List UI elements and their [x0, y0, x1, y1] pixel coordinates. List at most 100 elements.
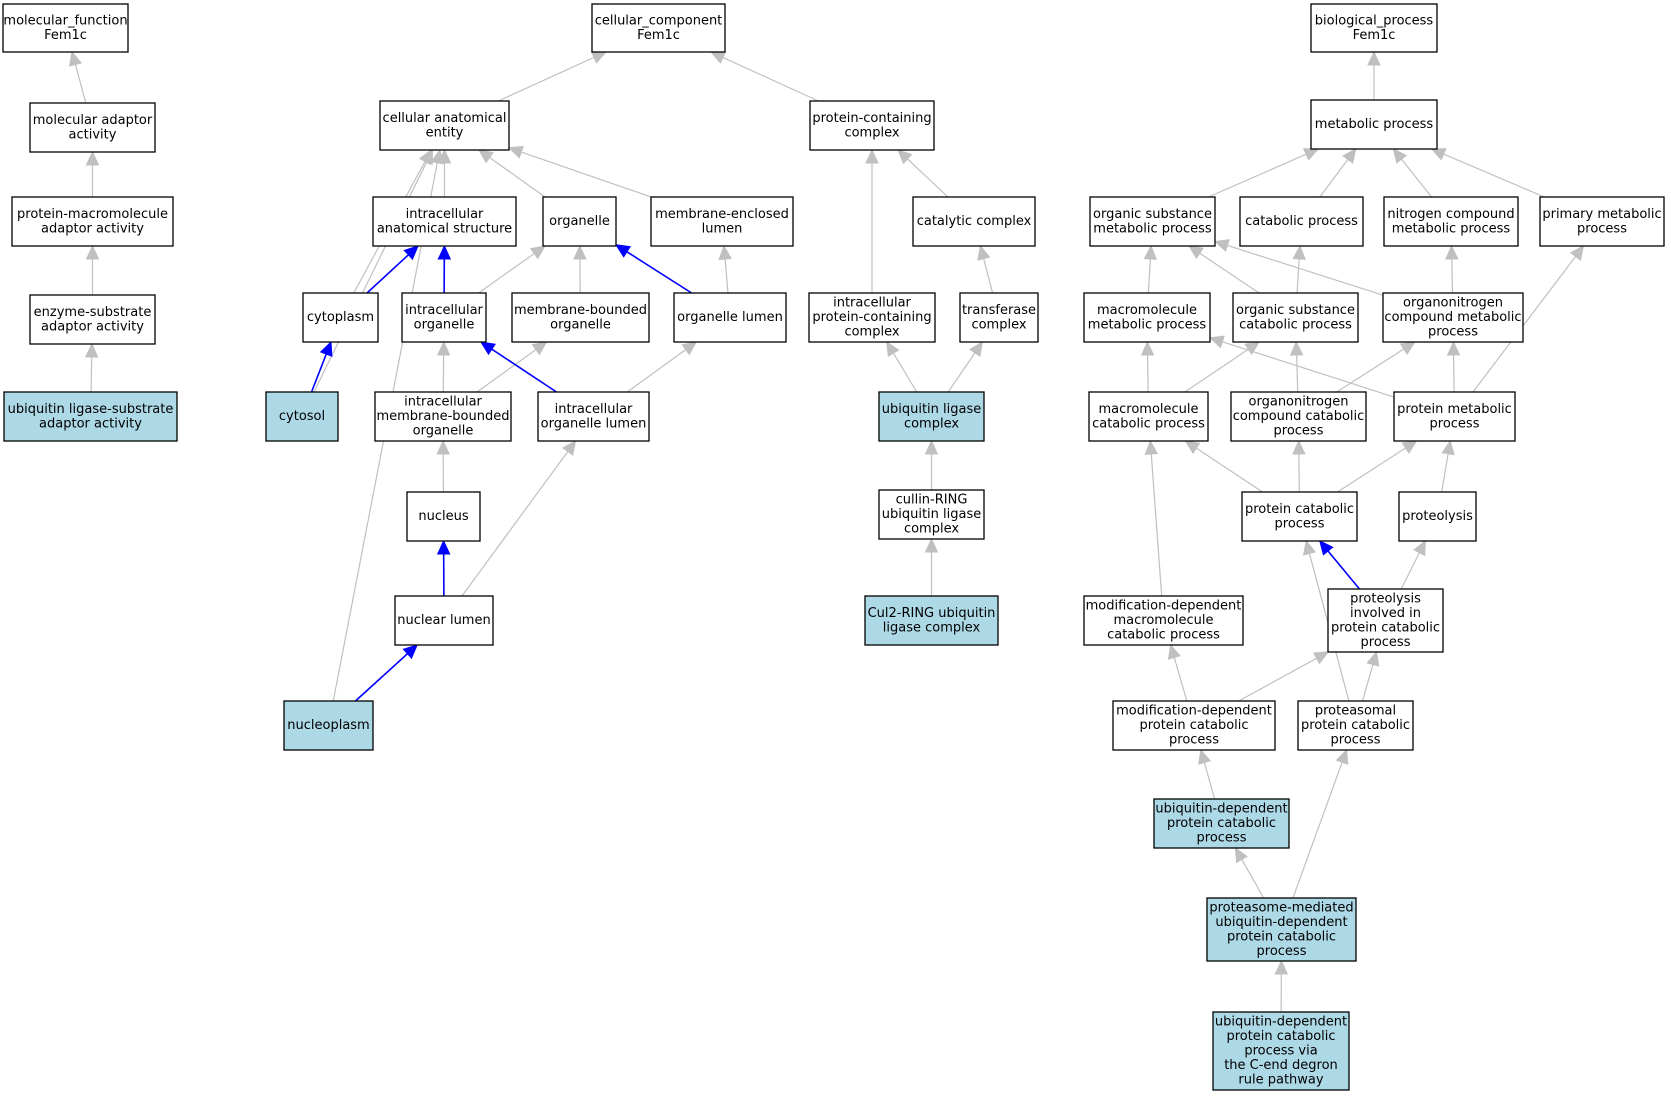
- node-box[interactable]: [1310, 3, 1438, 53]
- node-bp_cat[interactable]: catabolic process: [1239, 196, 1364, 247]
- edge-arrowhead: [718, 244, 732, 261]
- node-cc_cytosol[interactable]: cytosol: [265, 391, 339, 442]
- node-box[interactable]: [1383, 196, 1519, 247]
- node-bp_pmu[interactable]: proteasome-mediatedubiquitin-dependentpr…: [1206, 897, 1357, 962]
- node-box[interactable]: [959, 292, 1039, 343]
- node-box[interactable]: [591, 3, 726, 53]
- node-box[interactable]: [1398, 491, 1477, 542]
- node-box[interactable]: [808, 292, 936, 343]
- node-box[interactable]: [1212, 1011, 1350, 1091]
- node-cc_cyt[interactable]: cytoplasm: [302, 292, 379, 343]
- node-box[interactable]: [3, 391, 178, 442]
- node-box[interactable]: [1382, 292, 1524, 343]
- node-cc_nuc[interactable]: nucleus: [406, 491, 481, 542]
- node-cc_ol[interactable]: organelle lumen: [673, 292, 787, 343]
- node-bp_prot[interactable]: proteolysis: [1398, 491, 1477, 542]
- node-box[interactable]: [379, 100, 510, 151]
- node-cc_org[interactable]: organelle: [542, 196, 617, 247]
- node-box[interactable]: [265, 391, 339, 442]
- node-box[interactable]: [1083, 595, 1244, 646]
- node-label: protein catabolic: [1331, 620, 1440, 635]
- node-box[interactable]: [11, 196, 174, 247]
- node-box[interactable]: [1153, 798, 1290, 849]
- node-box[interactable]: [29, 294, 156, 345]
- node-box[interactable]: [878, 391, 985, 442]
- node-box[interactable]: [283, 700, 374, 751]
- node-box[interactable]: [809, 100, 935, 151]
- node-box[interactable]: [374, 391, 512, 442]
- node-box[interactable]: [1539, 196, 1665, 247]
- node-box[interactable]: [1239, 196, 1364, 247]
- node-box[interactable]: [912, 196, 1036, 247]
- node-box[interactable]: [2, 3, 129, 53]
- node-box[interactable]: [401, 292, 487, 343]
- node-box[interactable]: [406, 491, 481, 542]
- node-box[interactable]: [1297, 700, 1414, 751]
- node-label: enzyme-substrate: [34, 305, 152, 320]
- node-box[interactable]: [302, 292, 379, 343]
- node-box[interactable]: [511, 292, 650, 343]
- node-box[interactable]: [1089, 196, 1216, 247]
- node-cc_nl[interactable]: nuclear lumen: [394, 595, 494, 646]
- node-box[interactable]: [1083, 292, 1211, 343]
- node-bp_met[interactable]: metabolic process: [1310, 99, 1438, 150]
- node-box[interactable]: [1241, 491, 1358, 542]
- node-box[interactable]: [1230, 391, 1367, 442]
- edge-arrowhead: [969, 341, 983, 357]
- node-box[interactable]: [1112, 700, 1276, 751]
- node-box[interactable]: [864, 595, 999, 646]
- node-box[interactable]: [542, 196, 617, 247]
- node-box[interactable]: [1206, 897, 1357, 962]
- node-box[interactable]: [650, 196, 794, 247]
- node-box[interactable]: [673, 292, 787, 343]
- node-box[interactable]: [878, 489, 985, 540]
- node-box[interactable]: [1327, 588, 1444, 653]
- node-box[interactable]: [537, 391, 650, 442]
- node-box[interactable]: [1232, 292, 1359, 343]
- node-cc_np[interactable]: nucleoplasm: [283, 700, 374, 751]
- node-box[interactable]: [1310, 99, 1438, 150]
- node-box[interactable]: [29, 102, 156, 153]
- node-cc_cat[interactable]: catalytic complex: [912, 196, 1036, 247]
- node-box[interactable]: [1088, 391, 1209, 442]
- node-box[interactable]: [1393, 391, 1516, 442]
- node-box[interactable]: [372, 196, 517, 247]
- node-box[interactable]: [394, 595, 494, 646]
- node-bp_mdm[interactable]: modification-dependentmacromoleculecatab…: [1083, 595, 1244, 646]
